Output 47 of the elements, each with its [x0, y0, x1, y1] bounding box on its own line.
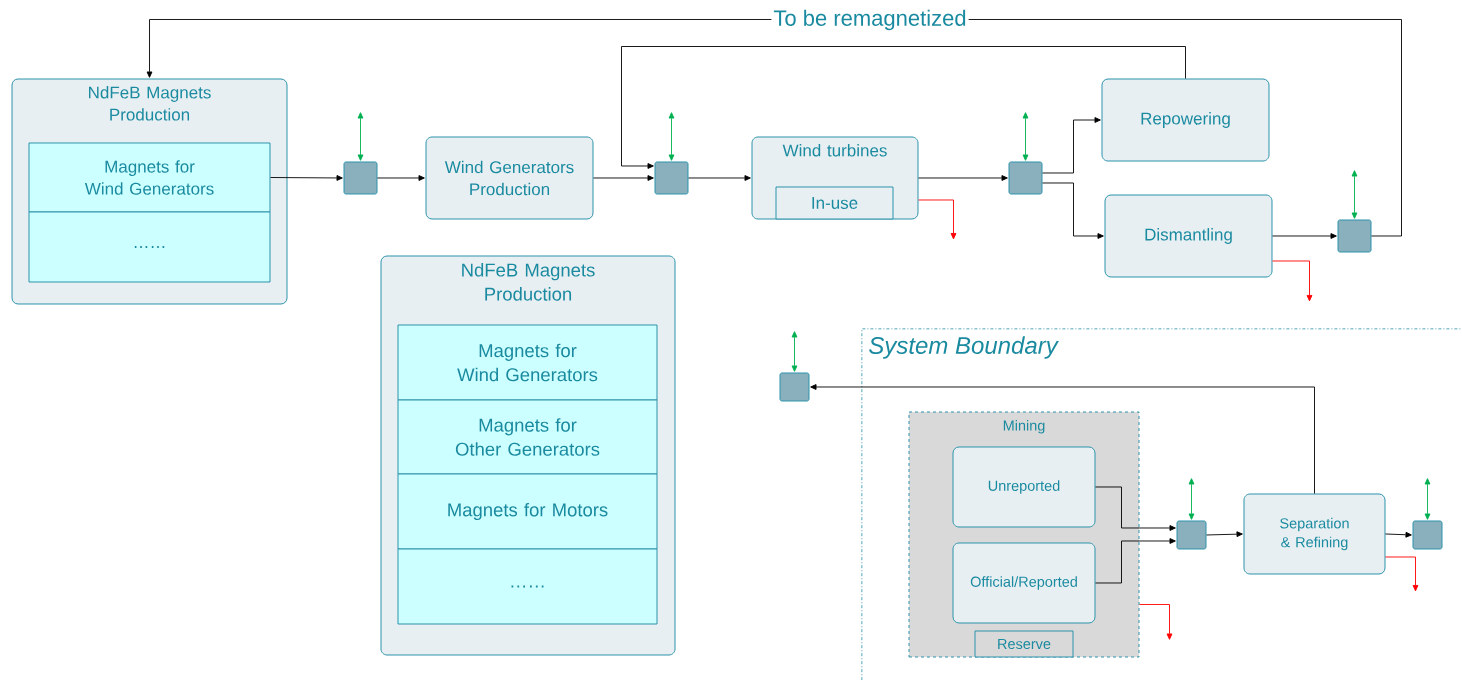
process-box: Separation & Refining [1243, 493, 1386, 575]
category-row: Magnets for Motors [397, 473, 658, 550]
arrow [1272, 233, 1337, 239]
arrow [810, 384, 1315, 494]
arrow [918, 199, 957, 240]
junction-square [1176, 520, 1207, 550]
junction-square [779, 372, 810, 402]
category-row: Magnets for Wind Generators [397, 324, 658, 401]
junction-square [1412, 520, 1443, 550]
arrow [1042, 117, 1101, 174]
junction-square [1337, 219, 1372, 253]
arrow [1022, 112, 1029, 161]
process-box: Wind Generators Production [425, 136, 594, 220]
arrow [1188, 478, 1195, 520]
arrow [357, 112, 364, 161]
arrow [918, 175, 1008, 181]
category-row: …… [28, 211, 271, 283]
process-box: Unreported [952, 446, 1096, 528]
process-box: Dismantling [1104, 194, 1273, 278]
arrow [1139, 604, 1173, 640]
stock-box: Reserve [974, 630, 1074, 658]
arrow [593, 175, 654, 181]
arrow [1272, 260, 1313, 302]
category-row: …… [397, 548, 658, 625]
process-box: Official/Reported [952, 542, 1096, 624]
category-row: Magnets for Other Generators [397, 399, 658, 475]
edge-label: To be remagnetized [771, 8, 969, 32]
arrow [270, 175, 343, 181]
arrow [1095, 486, 1176, 531]
arrow [791, 331, 798, 372]
junction-square [1008, 161, 1043, 195]
arrow [377, 175, 425, 181]
arrow [1095, 538, 1176, 584]
stock-box: In-use [775, 186, 894, 220]
junction-square [654, 161, 689, 195]
arrow [1424, 478, 1431, 520]
junction-square [343, 161, 378, 195]
arrow [1385, 556, 1419, 592]
arrow [621, 46, 1186, 169]
arrow [1385, 531, 1412, 538]
arrow [668, 112, 675, 161]
arrow [1351, 170, 1358, 219]
arrow [688, 175, 751, 181]
process-box: Repowering [1101, 78, 1270, 162]
arrow [1206, 531, 1243, 538]
arrow [1042, 182, 1104, 239]
category-row: Magnets for Wind Generators [28, 142, 271, 213]
